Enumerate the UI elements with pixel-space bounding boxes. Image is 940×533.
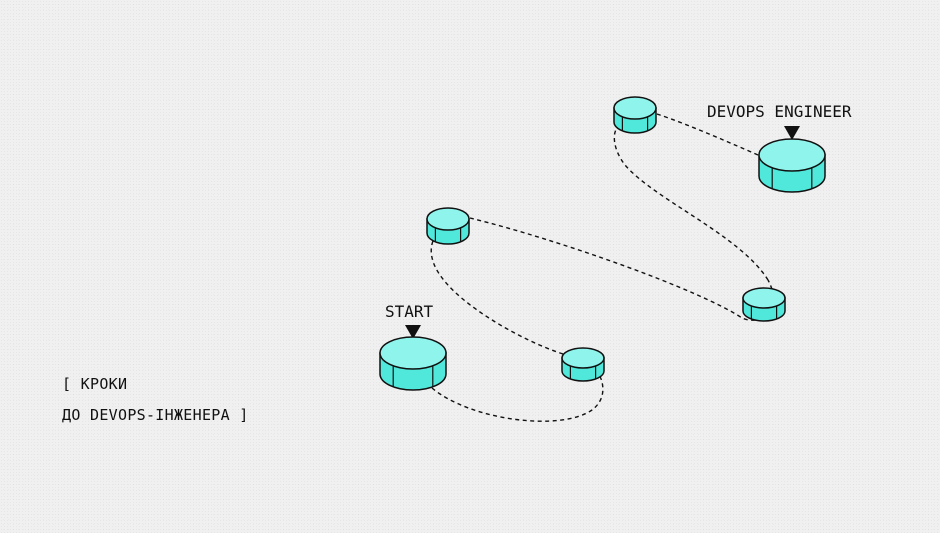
connector-step3-to-step4 <box>613 127 769 281</box>
roadmap-caption: [ КРОКИ ДО DEVOPS-ІНЖЕНЕРА ] <box>62 369 249 431</box>
node-end <box>758 138 826 193</box>
node-step-4-top <box>613 96 657 120</box>
node-step-2 <box>426 207 470 245</box>
caption-line-2: ДО DEVOPS-ІНЖЕНЕРА ] <box>62 406 249 424</box>
connector-start-to-step1 <box>431 372 604 422</box>
node-step-2-top <box>426 207 470 231</box>
node-start <box>379 336 447 391</box>
end-label: DEVOPS ENGINEER <box>707 102 852 121</box>
node-step-3 <box>742 287 786 322</box>
node-step-1-top <box>561 347 605 369</box>
node-end-top <box>758 138 826 172</box>
connector-step2-to-step3 <box>469 217 775 321</box>
node-step-4 <box>613 96 657 134</box>
connector-step4-to-end <box>656 113 759 156</box>
node-step-1 <box>561 347 605 382</box>
end-pointer-icon <box>784 126 800 140</box>
node-start-top <box>379 336 447 370</box>
node-step-3-top <box>742 287 786 309</box>
caption-line-1: [ КРОКИ <box>62 375 128 393</box>
connector-step1-to-step2 <box>430 235 564 355</box>
start-label: START <box>385 302 434 321</box>
start-pointer-icon <box>405 325 421 339</box>
